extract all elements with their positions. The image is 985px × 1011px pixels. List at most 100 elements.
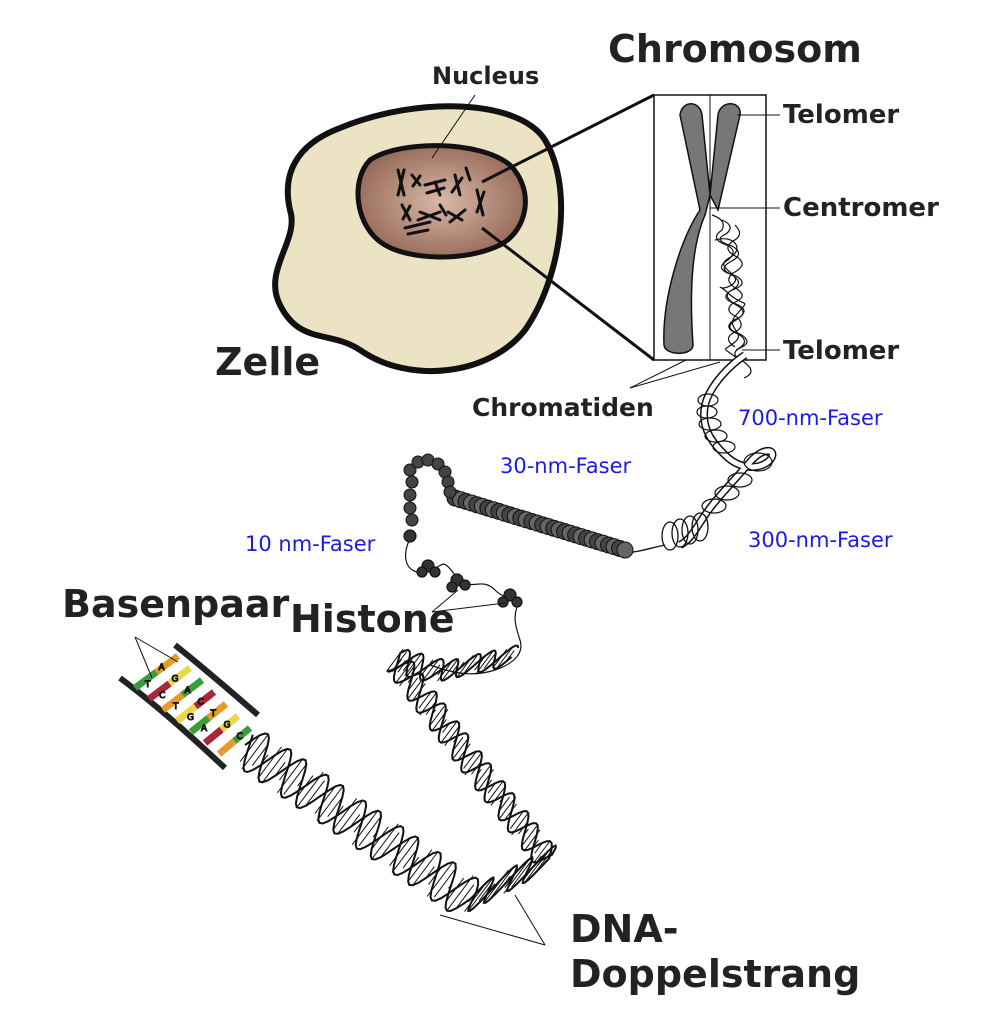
label-700nm-faser: 700-nm-Faser xyxy=(738,406,883,430)
helix-rung xyxy=(478,882,493,902)
helix-rung xyxy=(419,692,437,716)
helix-rung xyxy=(499,797,504,803)
helix-rung xyxy=(412,683,426,701)
helix-rung xyxy=(426,861,454,897)
chromatin-bead xyxy=(443,485,457,499)
helix-rung xyxy=(533,840,551,864)
base-left xyxy=(202,726,224,746)
helix-rung xyxy=(407,849,433,882)
helix-rung xyxy=(274,761,286,777)
base-letter: C xyxy=(237,732,243,742)
helix-rung xyxy=(336,805,344,816)
base-letter: A xyxy=(159,663,166,673)
helix-rung xyxy=(498,796,510,812)
helix-rung xyxy=(537,846,553,866)
chromatid-right-upper xyxy=(709,103,741,213)
helix-rung xyxy=(477,769,482,775)
helix-rung xyxy=(483,870,509,904)
helix-rung xyxy=(463,751,477,769)
helix-rung xyxy=(380,832,400,858)
helix-rung xyxy=(371,826,389,850)
helix-rung xyxy=(496,645,514,669)
helix-rung xyxy=(407,677,413,683)
fiber-300nm xyxy=(624,512,709,554)
helix-rung xyxy=(319,795,321,798)
helix-rung xyxy=(397,663,405,673)
helix-rung xyxy=(532,839,539,849)
helix-rung xyxy=(471,761,482,775)
helix-rung xyxy=(297,779,303,787)
coiled-chromatin xyxy=(711,214,752,379)
helix-rung xyxy=(457,743,471,761)
zoom-line-top xyxy=(481,93,655,184)
helix-rung xyxy=(445,877,465,902)
helix-rung xyxy=(524,829,541,851)
helix-rung xyxy=(468,897,472,903)
label-chromatiden: Chromatiden xyxy=(472,393,654,422)
helix-rung xyxy=(276,758,304,794)
fiber-700nm xyxy=(677,351,777,549)
base-right xyxy=(193,689,217,710)
helix-rung xyxy=(316,785,344,822)
helix-rung xyxy=(523,828,529,836)
fiber-10nm xyxy=(403,529,523,675)
helix-rung xyxy=(493,658,497,661)
label-zelle: Zelle xyxy=(215,340,321,384)
chromatin-bead xyxy=(403,488,417,502)
helix-rung xyxy=(279,764,291,781)
chromatin-bead xyxy=(616,541,634,559)
zoom-line-bottom xyxy=(481,226,655,362)
helix-rung xyxy=(483,652,497,669)
base-letter: A xyxy=(185,686,192,696)
helix-rung xyxy=(402,656,415,671)
helix-rung xyxy=(425,701,437,715)
helix-rung xyxy=(474,655,486,671)
base-letter: C xyxy=(159,691,165,701)
base-letter: C xyxy=(198,698,204,708)
base-left xyxy=(160,692,185,713)
base-left xyxy=(146,680,172,702)
base-letter: G xyxy=(172,675,179,685)
base-letter: G xyxy=(187,713,194,723)
nucleus-chromosomes xyxy=(396,166,486,236)
helix-rung xyxy=(421,666,423,669)
helix-rung xyxy=(241,734,269,770)
chromosome-panel xyxy=(629,94,780,389)
helix-rung xyxy=(407,677,419,691)
base-right xyxy=(219,713,241,733)
base-left xyxy=(132,669,159,691)
base-right xyxy=(154,653,181,675)
base-letter: T xyxy=(172,702,179,712)
cell xyxy=(272,94,564,375)
label-300nm-faser: 300-nm-Faser xyxy=(748,528,893,552)
helix-rung xyxy=(503,858,531,894)
fiber-30nm xyxy=(403,453,634,559)
helix-rung xyxy=(533,850,552,875)
label-histone: Histone xyxy=(290,597,455,641)
helix-rung xyxy=(534,842,543,854)
helix-rung xyxy=(511,812,529,836)
label-30nm-faser: 30-nm-Faser xyxy=(500,454,632,478)
helix-rung xyxy=(456,655,474,678)
dna-double-helix xyxy=(239,644,557,946)
helix-rung xyxy=(504,803,517,821)
helix-rung xyxy=(467,877,494,913)
helix-rung xyxy=(393,846,397,850)
helix-rung xyxy=(440,721,458,743)
helix-rung xyxy=(452,737,464,751)
chromatin-bead xyxy=(405,475,419,489)
label-dna: DNA- xyxy=(570,907,679,951)
label-telomer-bottom: Telomer xyxy=(783,336,900,366)
label-10nm-faser: 10 nm-Faser xyxy=(245,532,376,556)
helix-rung xyxy=(431,709,437,715)
label-nucleus: Nucleus xyxy=(432,62,540,90)
helix-rung xyxy=(451,664,459,673)
helix-rung xyxy=(511,858,533,888)
label-chromosom: Chromosom xyxy=(608,27,862,71)
helix-rung xyxy=(473,662,477,666)
label-centromer: Centromer xyxy=(783,193,939,223)
helix-rung xyxy=(488,867,514,901)
helix-rung xyxy=(419,659,434,678)
helix-rung xyxy=(411,657,424,675)
